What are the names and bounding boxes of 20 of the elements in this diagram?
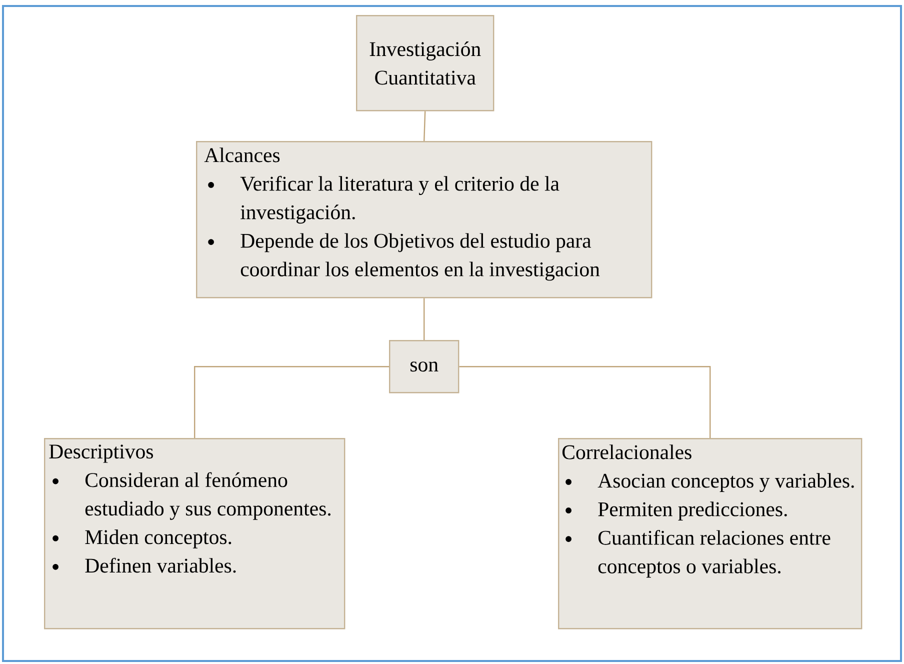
bullet-item: Definen variables. <box>52 558 236 573</box>
content-box <box>196 141 652 298</box>
bullet-item: Depende de los Objetivos del estudio para coordinar los elementos en la investigacion <box>208 233 600 281</box>
concept-box: Investigación Cuantitativa <box>356 15 494 112</box>
content-box <box>44 438 346 630</box>
connector-line <box>424 111 426 142</box>
box-heading: Alcances <box>204 148 280 162</box>
connector-line <box>459 366 711 438</box>
bullet-item: Permiten predicciones. <box>566 502 787 521</box>
bullet-item: Cuantifican relaciones entre conceptos o variables. <box>566 530 830 578</box>
bullet-item: Verificar la literatura y el criterio de la investigación. <box>208 176 560 224</box>
bullet-item: Asocian conceptos y variables. <box>566 473 854 492</box>
connector-line <box>424 298 425 340</box>
content-box <box>558 438 862 630</box>
box-heading: Correlacionales <box>562 444 692 460</box>
bullet-item: Miden conceptos. <box>52 530 232 548</box>
concept-box: son <box>389 340 460 394</box>
box-heading: Descriptivos <box>49 444 153 463</box>
connector-line <box>194 366 389 438</box>
bullet-item: Consideran al fenómeno estudiado y sus componentes. <box>52 472 330 520</box>
